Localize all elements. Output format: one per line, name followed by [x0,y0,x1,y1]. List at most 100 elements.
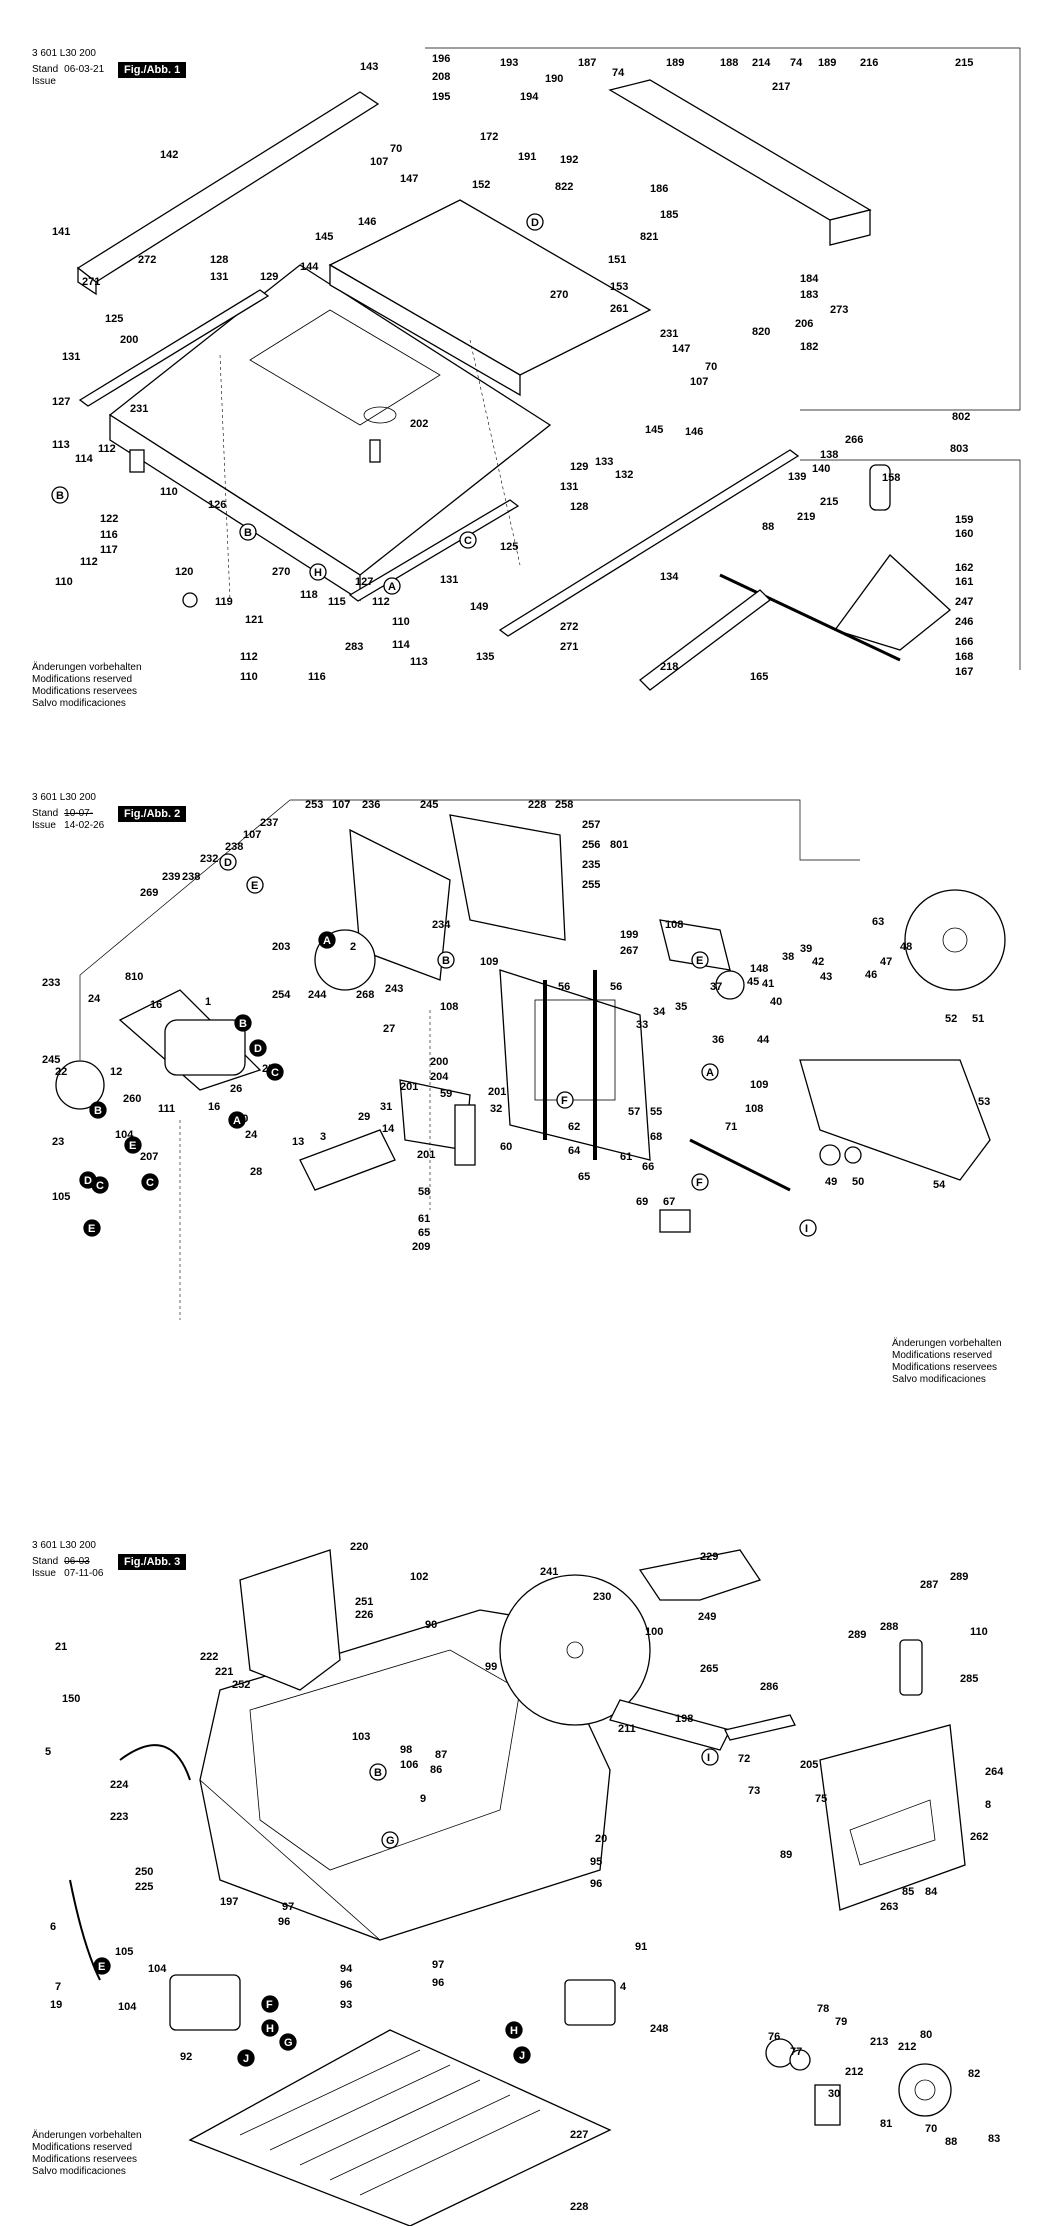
svg-text:6: 6 [50,1921,56,1933]
svg-text:189: 189 [666,57,684,69]
svg-text:71: 71 [725,1121,737,1133]
svg-text:249: 249 [698,1611,716,1623]
svg-text:153: 153 [610,281,628,293]
svg-text:270: 270 [272,566,290,578]
svg-text:288: 288 [880,1621,898,1633]
notice-line: Modifications reserved [32,674,133,685]
svg-text:90: 90 [425,1619,437,1631]
svg-text:70: 70 [925,2123,937,2135]
markers-2: A B D C D E E C D C E B E A F F I A B [79,853,817,1237]
svg-text:37: 37 [710,981,722,993]
svg-text:47: 47 [880,956,892,968]
svg-text:234: 234 [432,919,451,931]
svg-text:112: 112 [98,443,116,455]
svg-text:103: 103 [352,1731,370,1743]
svg-text:115: 115 [328,596,346,608]
svg-text:285: 285 [960,1673,978,1685]
svg-text:96: 96 [590,1878,602,1890]
svg-text:56: 56 [610,981,622,993]
svg-text:126: 126 [208,499,226,511]
svg-text:271: 271 [560,641,578,653]
svg-text:148: 148 [750,963,768,975]
svg-text:243: 243 [385,983,403,995]
svg-text:77: 77 [790,2046,802,2058]
svg-text:G: G [386,1835,395,1847]
svg-text:261: 261 [610,303,628,315]
svg-text:146: 146 [358,216,376,228]
notice-2: Änderungen vorbehalten Modifications res… [892,1338,1002,1386]
stand-label: Stand [32,808,59,819]
svg-text:H: H [314,567,322,579]
notice-line: Modifications reserved [892,1350,993,1361]
svg-text:256: 256 [582,839,600,851]
notice-line: Salvo modificaciones [892,1374,986,1385]
svg-text:E: E [129,1140,136,1152]
svg-text:100: 100 [645,1626,663,1638]
svg-text:42: 42 [812,956,824,968]
notice-line: Modifications reservees [892,1362,998,1373]
svg-text:263: 263 [880,1901,898,1913]
svg-text:172: 172 [480,131,498,143]
svg-text:110: 110 [55,576,73,588]
svg-text:109: 109 [480,956,498,968]
svg-text:108: 108 [665,919,683,931]
svg-text:272: 272 [560,621,578,633]
svg-text:89: 89 [780,1849,792,1861]
svg-text:227: 227 [570,2129,588,2141]
svg-text:121: 121 [245,614,263,626]
svg-text:218: 218 [660,661,678,673]
svg-text:19: 19 [50,1999,62,2011]
svg-text:D: D [84,1175,92,1187]
svg-text:34: 34 [653,1006,666,1018]
svg-text:61: 61 [418,1213,430,1225]
svg-text:165: 165 [750,671,768,683]
svg-text:50: 50 [852,1176,864,1188]
svg-text:72: 72 [738,1753,750,1765]
svg-text:215: 215 [820,496,838,508]
notice-line: Modifications reservees [32,2154,138,2165]
svg-text:113: 113 [410,656,428,668]
svg-text:78: 78 [817,2003,829,2015]
svg-text:286: 286 [760,1681,778,1693]
svg-text:264: 264 [985,1766,1004,1778]
svg-text:161: 161 [955,576,973,588]
svg-text:118: 118 [300,589,318,601]
figure-tag: Fig./Abb. 2 [118,806,187,822]
notice-line: Modifications reservees [32,686,138,697]
notice-line: Änderungen vorbehalten [892,1338,1002,1349]
svg-text:69: 69 [636,1196,648,1208]
svg-text:125: 125 [500,541,518,553]
svg-text:58: 58 [418,1186,430,1198]
svg-text:32: 32 [490,1103,502,1115]
svg-text:29: 29 [358,1111,370,1123]
svg-text:5: 5 [45,1746,51,1758]
svg-text:190: 190 [545,73,563,85]
svg-text:40: 40 [770,996,782,1008]
svg-text:127: 127 [355,576,373,588]
svg-text:105: 105 [115,1946,133,1958]
svg-text:3: 3 [320,1131,326,1143]
svg-text:231: 231 [660,328,678,340]
svg-text:145: 145 [645,424,663,436]
issue-date: 14-02-26 [64,820,105,831]
issue-label: Issue [32,820,56,831]
svg-text:64: 64 [568,1145,581,1157]
svg-text:49: 49 [825,1176,837,1188]
svg-text:221: 221 [215,1666,233,1678]
svg-text:201: 201 [488,1086,506,1098]
svg-text:13: 13 [292,1136,304,1148]
svg-text:14: 14 [382,1123,395,1135]
svg-text:159: 159 [955,514,973,526]
svg-text:239: 239 [162,871,180,883]
svg-text:131: 131 [440,574,458,586]
svg-text:134: 134 [660,571,679,583]
svg-text:193: 193 [500,57,518,69]
svg-text:188: 188 [720,57,738,69]
svg-text:211: 211 [618,1723,636,1735]
svg-text:237: 237 [260,817,278,829]
svg-text:68: 68 [650,1131,662,1143]
svg-text:205: 205 [800,1759,818,1771]
svg-text:102: 102 [410,1571,428,1583]
